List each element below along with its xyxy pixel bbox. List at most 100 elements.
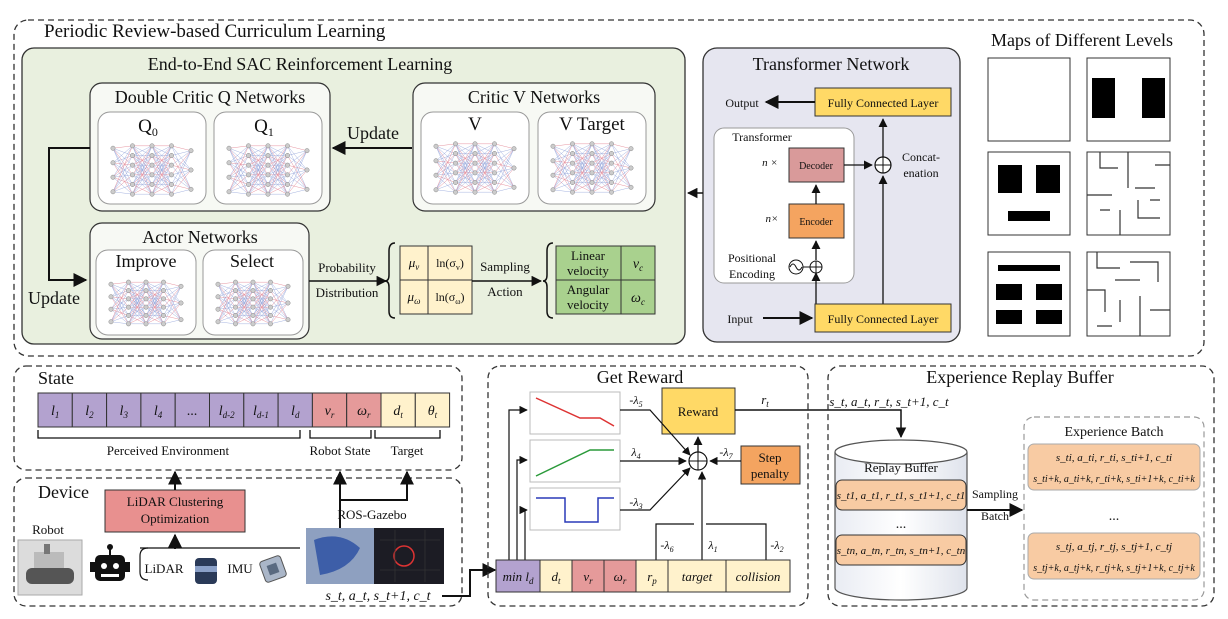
decoder-text: Decoder: [799, 161, 834, 172]
ln-sigma-v-text: ln(σv): [436, 256, 464, 272]
fc-bottom-text: Fully Connected Layer: [828, 312, 939, 326]
lidar-clustering-box: [104, 489, 246, 533]
update-arrow-left: [48, 147, 90, 287]
v-label: V: [468, 114, 482, 135]
wc-text: ωc: [631, 291, 645, 307]
state-cell-label: ld: [291, 404, 300, 420]
state-cell-label: ωr: [357, 404, 371, 420]
buffer-title: Experience Replay Buffer: [926, 367, 1114, 387]
mu-v-cell: [399, 245, 429, 281]
improve-network-graph: [108, 279, 184, 327]
imu-label: IMU: [227, 561, 253, 576]
n-times-encoder: n×: [766, 213, 779, 225]
robot-state-label: Robot State: [309, 443, 370, 458]
lambda5-label: -λ5: [629, 393, 642, 409]
plot1-to-sum: [620, 409, 691, 456]
device-title: Device: [38, 482, 89, 502]
state-cell: [140, 392, 176, 428]
lidar-label: LiDAR: [145, 561, 184, 576]
mu-w-text: μω: [407, 289, 421, 306]
ros-gazebo-label: ROS-Gazebo: [337, 507, 406, 522]
robot-label: Robot: [32, 522, 64, 537]
curriculum-frame: [13, 19, 1205, 357]
batch-bottom-text-1: s_tj, a_tj, r_tj, s_tj+1, c_tj: [1056, 541, 1172, 553]
reward-box: [661, 387, 736, 435]
lambda7-label: -λ7: [719, 445, 733, 461]
state-cell-label: ld-1: [253, 404, 269, 420]
reward-bar-label: min ld: [503, 569, 534, 586]
state-title: State: [38, 368, 74, 388]
concat-text-1: Concat-: [902, 150, 940, 164]
state-frame: [13, 365, 463, 471]
reward-bar-cell: [635, 559, 669, 593]
gazebo-to-target-arrow: [340, 470, 414, 501]
robot-icon: [90, 544, 130, 581]
sensor-bracket: [139, 547, 149, 581]
buffer-row-bottom: [835, 534, 967, 566]
ln-sigma-w-cell: [427, 279, 473, 315]
lambda6-label: -λ6: [660, 538, 673, 554]
sampling-label-2: Action: [487, 284, 523, 299]
state-cell-label: θt: [428, 404, 438, 420]
sampling-brace: [542, 242, 554, 319]
map-level-5: [987, 251, 1071, 337]
sampling-batch-text-2: Batch: [981, 509, 1009, 523]
double-critic-title: Double Critic Q Networks: [115, 87, 305, 107]
state-cell: [311, 392, 348, 428]
state-cell-label: ...: [187, 404, 198, 419]
select-label: Select: [230, 251, 274, 271]
step-penalty-box: [740, 445, 801, 485]
reward-to-buffer-arrow: [735, 409, 907, 439]
perceived-label: Perceived Environment: [107, 443, 230, 458]
experience-batch-title: Experience Batch: [1064, 425, 1163, 440]
lidar-clustering-text-1: LiDAR Clustering: [127, 494, 224, 509]
state-cell: [71, 392, 108, 428]
fc-top-text: Fully Connected Layer: [828, 96, 939, 110]
perceived-brace: [37, 430, 301, 439]
state-cell: [414, 392, 451, 428]
linear-text-2: velocity: [567, 263, 609, 278]
robot-photo: [17, 539, 83, 596]
batch-dots: ...: [1109, 509, 1120, 524]
buffer-row-top-text: s_t1, a_t1, r_t1, s_t1+1, c_t1: [837, 490, 965, 502]
experience-batch-frame: [1023, 416, 1205, 601]
q0-label: Q0: [138, 116, 158, 139]
target-label: Target: [391, 443, 424, 458]
prob-label-2: Distribution: [316, 285, 379, 300]
linear-text-1: Linear: [571, 248, 606, 263]
device-to-reward-arrow: [442, 563, 497, 597]
robot-state-brace: [309, 430, 372, 439]
state-cell-label: l1: [51, 404, 59, 420]
state-cell: [37, 392, 73, 428]
rp-line: [655, 523, 694, 560]
q0-network: [97, 111, 207, 205]
lambda4-label: λ4: [630, 445, 640, 461]
plot3-to-sum: [620, 467, 691, 511]
batch-bottom-block: [1027, 532, 1201, 580]
concat-text-2: enation: [903, 166, 938, 180]
reward-bar-cell: [539, 559, 573, 593]
state-cell-label: dt: [393, 404, 403, 420]
map-level-6: [1086, 251, 1171, 337]
map-level-1: [987, 57, 1071, 142]
reward-bar-label: target: [682, 569, 713, 584]
state-cell: [277, 392, 313, 428]
sampling-label-1: Sampling: [480, 259, 530, 274]
reward-plot-2: [529, 439, 621, 483]
main-title: Periodic Review-based Curriculum Learnin…: [44, 21, 386, 42]
batch-top-text-1: s_ti, a_ti, r_ti, s_ti+1, c_ti: [1056, 452, 1172, 464]
q1-label: Q1: [254, 116, 274, 139]
step-penalty-text-1: Step: [758, 450, 781, 465]
target-brace: [374, 430, 441, 439]
buffer-dots: ...: [896, 517, 907, 532]
batch-top-text-2: s_ti+k, a_ti+k, r_ti+k, s_ti+1+k, c_ti+k: [1033, 474, 1195, 485]
transformer-title: Transformer Network: [753, 54, 910, 74]
mu-v-text: μv: [408, 255, 420, 272]
reward-title: Get Reward: [597, 367, 683, 387]
state-cell: [243, 392, 279, 428]
critic-v-title: Critic V Networks: [468, 87, 600, 107]
lambda3-label: -λ3: [629, 495, 642, 511]
lidar-icon: [195, 558, 217, 584]
ln-sigma-w-text: ln(σω): [435, 290, 464, 306]
